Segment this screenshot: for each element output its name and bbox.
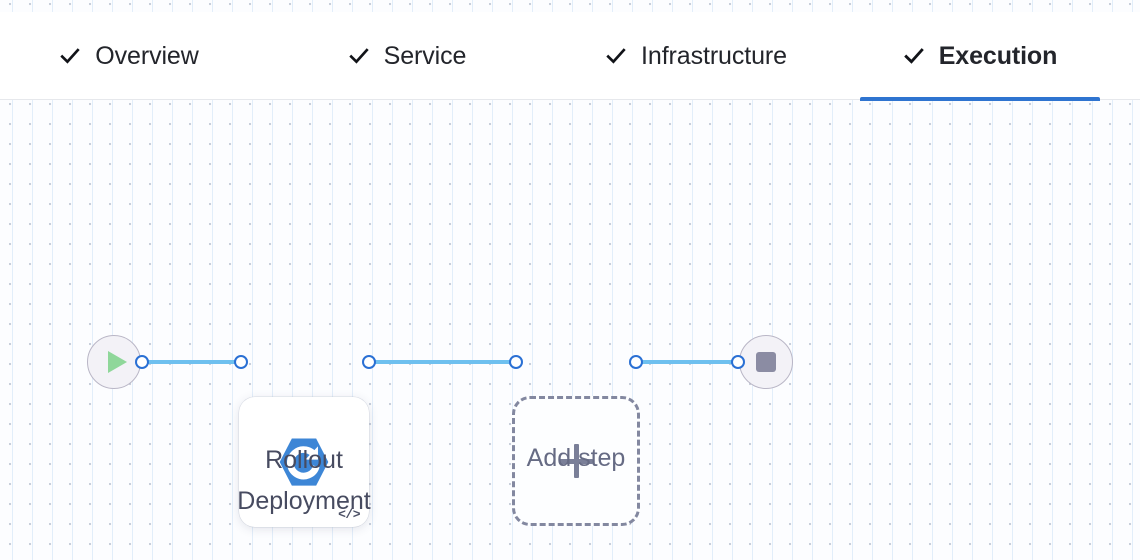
plus-icon — [559, 444, 593, 478]
port-rollout-input[interactable] — [234, 355, 248, 369]
check-icon — [348, 48, 369, 64]
tab-label: Infrastructure — [641, 41, 787, 70]
port-rollout-output[interactable] — [362, 355, 376, 369]
port-addstep-output[interactable] — [629, 355, 643, 369]
play-icon — [107, 351, 127, 373]
tab-label: Execution — [938, 41, 1058, 70]
check-icon — [903, 48, 924, 64]
connector-start-to-rollout[interactable] — [140, 360, 244, 364]
code-icon: </> — [338, 507, 360, 522]
pipeline-graph: </> Rollout Deployment Add step — [0, 100, 1140, 560]
port-start-output[interactable] — [135, 355, 149, 369]
port-end-input[interactable] — [731, 355, 745, 369]
tab-label: Overview — [95, 41, 199, 70]
end-node[interactable] — [739, 335, 793, 389]
tab-execution[interactable]: Execution — [860, 12, 1100, 101]
add-step-button[interactable] — [512, 396, 640, 526]
tab-infrastructure[interactable]: Infrastructure — [566, 12, 826, 100]
tab-service[interactable]: Service — [318, 12, 496, 100]
step-node-rollout-deployment[interactable]: </> — [239, 397, 369, 527]
rollout-hexagon-icon — [279, 438, 329, 486]
tab-overview[interactable]: Overview — [24, 12, 234, 100]
step-label-rollout-deployment: Rollout Deployment — [237, 446, 371, 515]
tab-active-underline — [860, 97, 1100, 101]
connector-addstep-to-end[interactable] — [634, 360, 742, 364]
tab-label: Service — [383, 41, 467, 70]
check-icon — [606, 48, 626, 64]
stage-tab-bar: Overview Service Infrastructure Executio… — [0, 12, 1140, 101]
stop-icon — [756, 352, 776, 372]
connector-rollout-to-addstep[interactable] — [366, 360, 518, 364]
port-addstep-input[interactable] — [509, 355, 523, 369]
start-node[interactable] — [87, 335, 141, 389]
check-icon — [60, 48, 80, 64]
add-step-label: Add step — [526, 444, 626, 472]
